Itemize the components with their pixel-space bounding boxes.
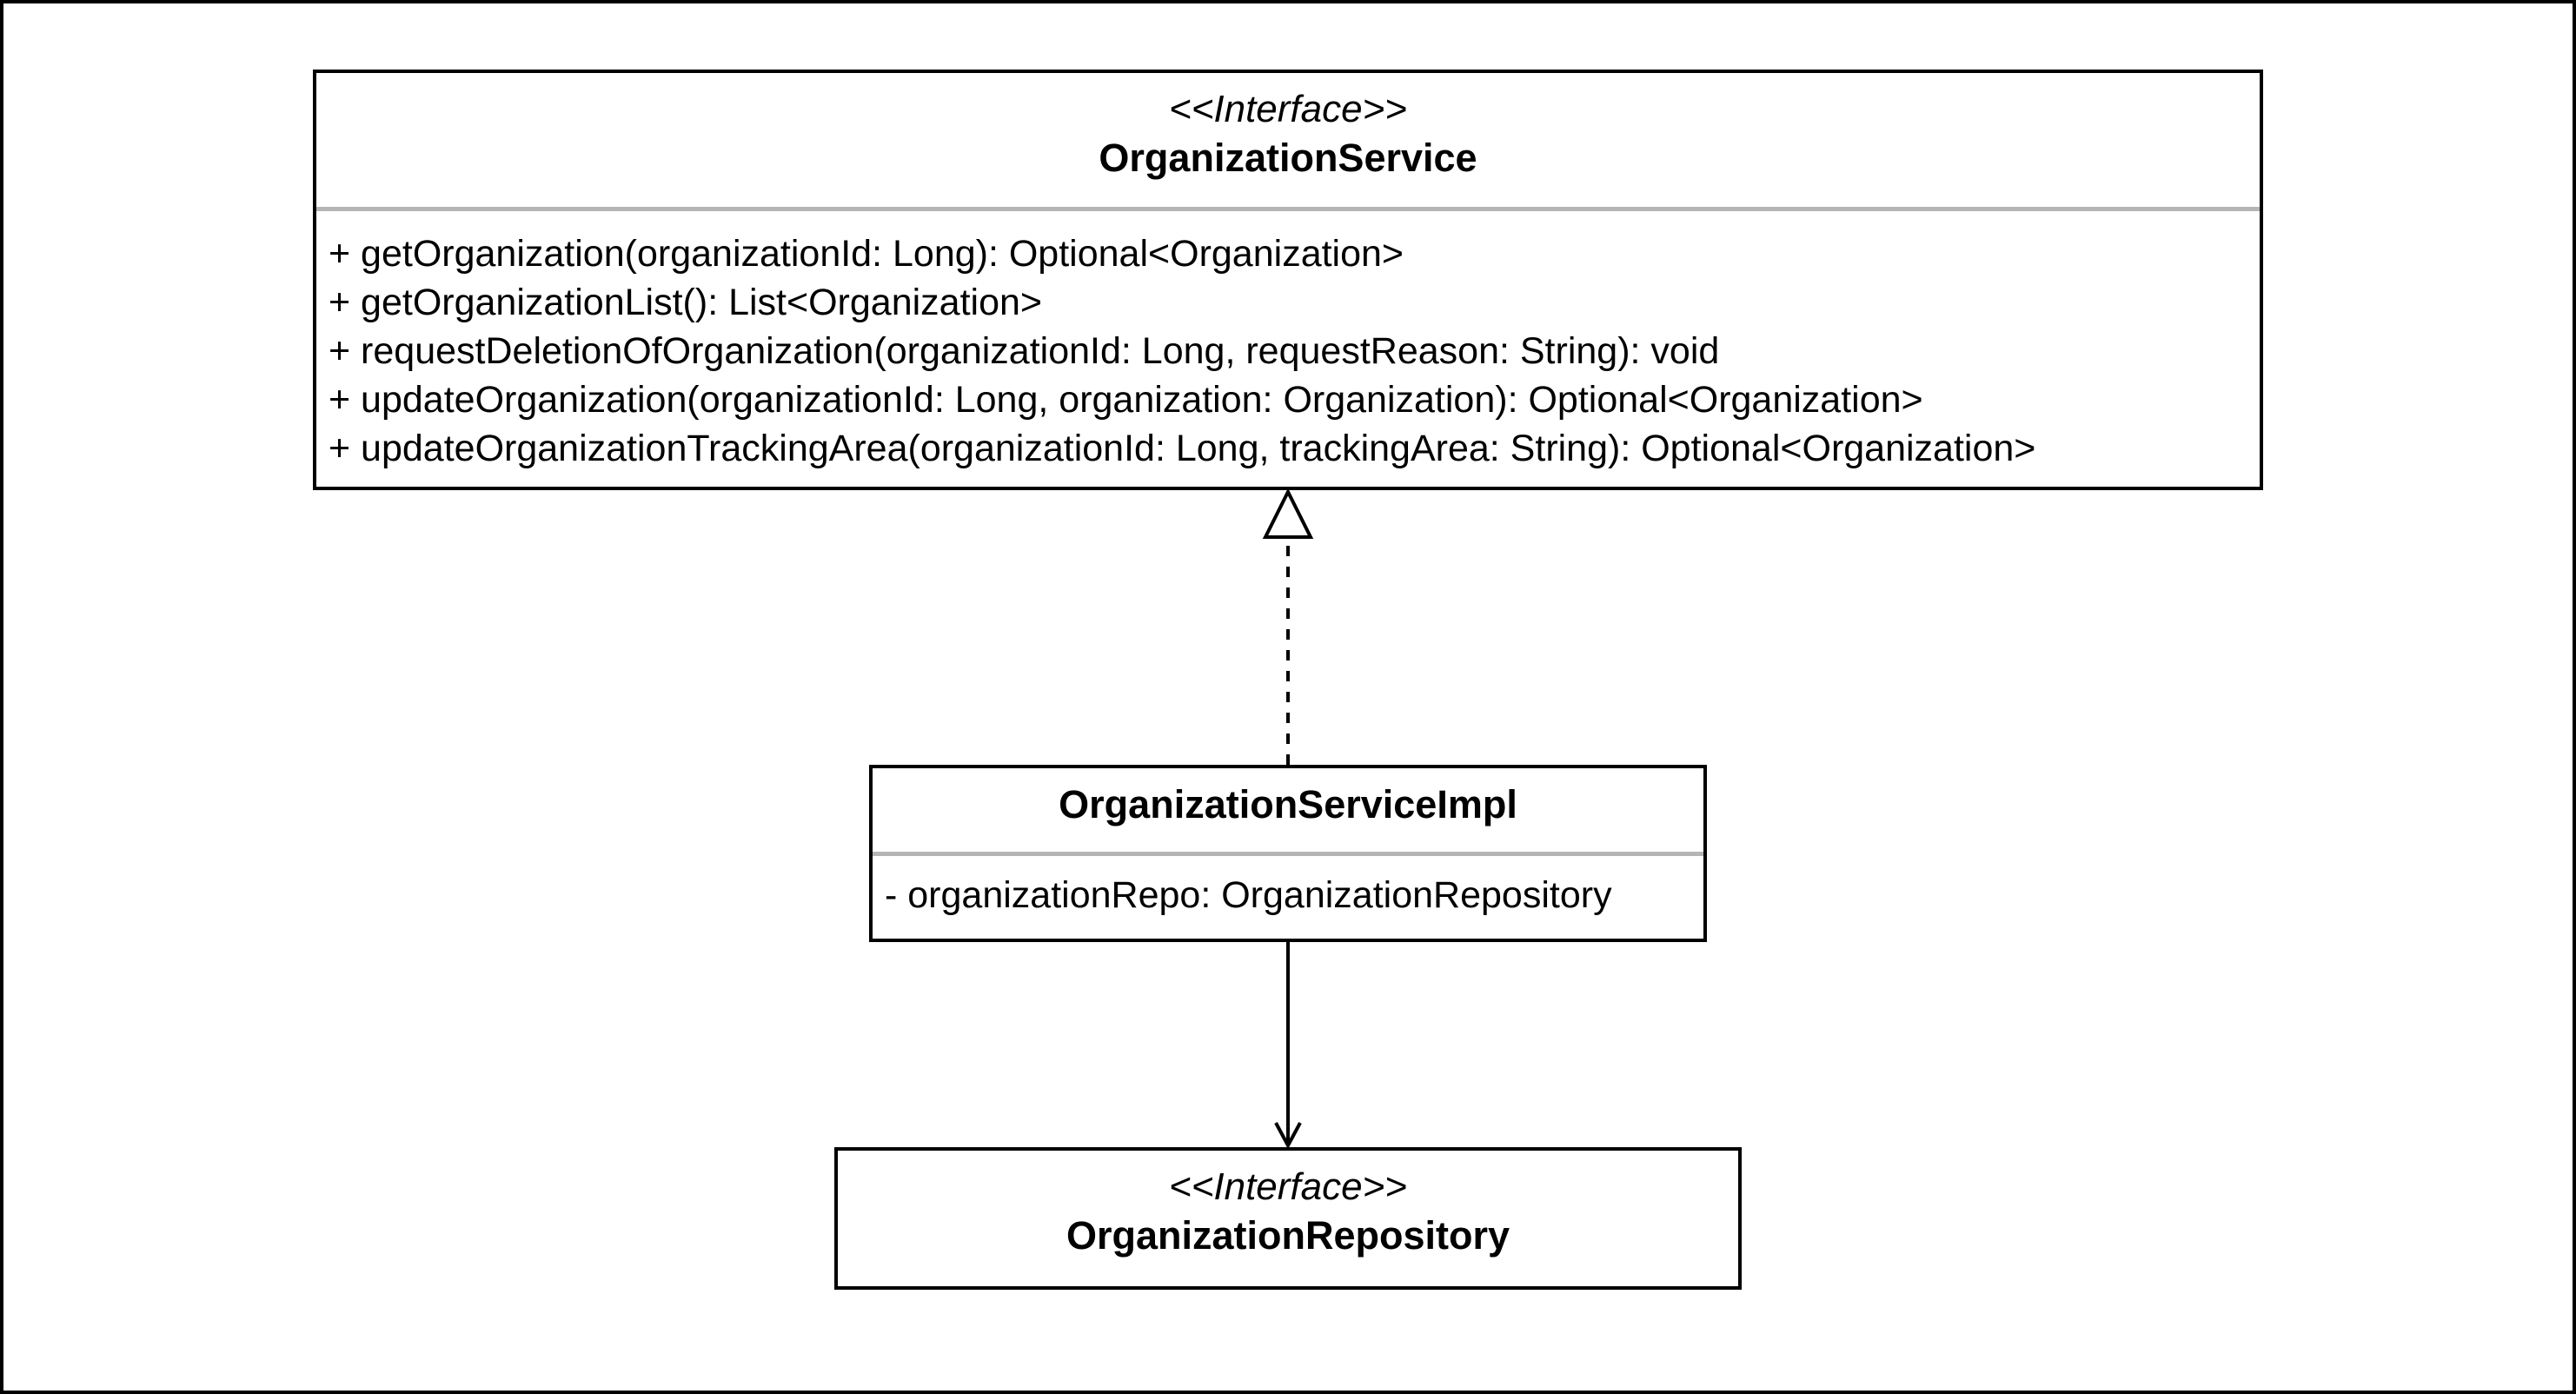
class-name: OrganizationRepository	[1066, 1213, 1510, 1258]
realization-arrowhead	[1262, 488, 1314, 539]
method-list: + getOrganization(organizationId: Long):…	[329, 229, 2253, 473]
method-item: + getOrganizationList(): List<Organizati…	[329, 282, 1043, 323]
class-header: <<Interface>> OrganizationRepository	[838, 1151, 1738, 1260]
class-header: OrganizationServiceImpl	[873, 768, 1703, 829]
class-header: <<Interface>> OrganizationService	[316, 73, 2260, 183]
class-name: OrganizationService	[1099, 136, 1477, 180]
method-item: + updateOrganization(organizationId: Lon…	[329, 379, 1923, 421]
organization-service-interface: <<Interface>> OrganizationService + getO…	[313, 70, 2263, 490]
compartment-divider	[316, 207, 2260, 211]
organization-service-impl-class: OrganizationServiceImpl - organizationRe…	[869, 765, 1707, 942]
organization-repository-interface: <<Interface>> OrganizationRepository	[834, 1147, 1742, 1290]
attribute-item: - organizationRepo: OrganizationReposito…	[885, 874, 1612, 916]
method-item: + getOrganization(organizationId: Long):…	[329, 233, 1404, 275]
compartment-divider	[873, 852, 1703, 856]
stereotype-label: <<Interface>>	[1169, 1165, 1407, 1208]
attribute-list: - organizationRepo: OrganizationReposito…	[885, 871, 1696, 919]
association-arrowhead	[1274, 1122, 1302, 1150]
method-item: + updateOrganizationTrackingArea(organiz…	[329, 428, 2036, 469]
method-item: + requestDeletionOfOrganization(organiza…	[329, 330, 1720, 372]
class-name: OrganizationServiceImpl	[1059, 782, 1517, 826]
stereotype-label: <<Interface>>	[1169, 88, 1407, 130]
